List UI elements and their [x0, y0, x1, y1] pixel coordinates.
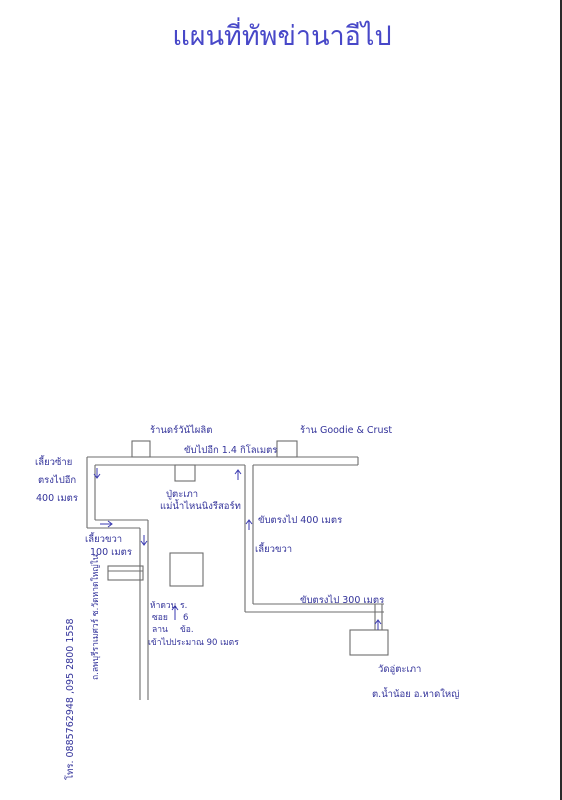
- label-post-office-1: ปู่ตะเภา: [166, 489, 198, 500]
- label-phone: โทร. 0885762948 ,095 2800 1558: [64, 618, 76, 780]
- resort-building: [169, 552, 204, 587]
- up-arrow-right-road: [234, 469, 242, 480]
- label-drive-top: ขับไปอีก 1.4 กิโลเมตร: [184, 444, 277, 456]
- label-house-code-3: ข้อ.: [180, 624, 194, 635]
- label-house-note-4: เข้าไปประมาณ 90 เมตร: [148, 637, 239, 648]
- label-turn-right-2: 100 เมตร: [90, 547, 132, 558]
- label-turn-left-1: เลี้ยวซ้าย: [35, 455, 72, 468]
- shop-left-building: [131, 440, 151, 458]
- house-building: [107, 565, 144, 581]
- label-post-office-2: แม่น้ำไหนนิงรีสอร์ท: [160, 499, 241, 512]
- post-office-building: [174, 464, 196, 482]
- down-arrow-lane: [140, 535, 148, 546]
- temple-building: [349, 629, 389, 656]
- label-turn-left-2: ตรงไปอีก: [38, 474, 76, 486]
- label-temple-2: ต.น้ำน้อย อ.หาดใหญ่: [372, 687, 459, 700]
- map-title: แผนที่ทัพข่านาอีไป: [172, 17, 391, 52]
- down-arrow-left: [93, 468, 101, 479]
- label-turn-right-mid: เลี้ยวขวา: [255, 542, 292, 555]
- label-house-code-1: ร.: [180, 601, 187, 611]
- label-house-note-1: ห้าดวน: [150, 600, 177, 611]
- label-drive-300: ขับตรงไป 300 เมตร: [300, 594, 384, 606]
- right-arrow-connector: [100, 520, 113, 528]
- label-temple-1: วัดอู่ตะเภา: [378, 664, 421, 675]
- label-house-code-2: 6: [183, 613, 188, 623]
- label-shop-left: ร้านดร์วัน้ไผลิต: [150, 424, 212, 436]
- label-shop-right: ร้าน Goodie & Crust: [300, 425, 392, 436]
- up-arrow-right-road-2: [245, 519, 253, 530]
- label-house-note-3: ลาน: [152, 625, 168, 635]
- label-house-note-2: ซอย: [152, 613, 168, 623]
- label-vertical-note: ถ.ลพบุรีราเมศวร์ ซ.วัดหาดใหญ่ใน: [90, 554, 101, 680]
- label-drive-400: ขับตรงไป 400 เมตร: [258, 514, 342, 526]
- up-arrow-lane: [171, 605, 179, 620]
- label-turn-left-3: 400 เมตร: [36, 493, 78, 504]
- up-arrow-temple: [374, 619, 382, 630]
- label-turn-right-1: เลี้ยวขวา: [85, 532, 122, 545]
- shop-right-building: [276, 440, 298, 458]
